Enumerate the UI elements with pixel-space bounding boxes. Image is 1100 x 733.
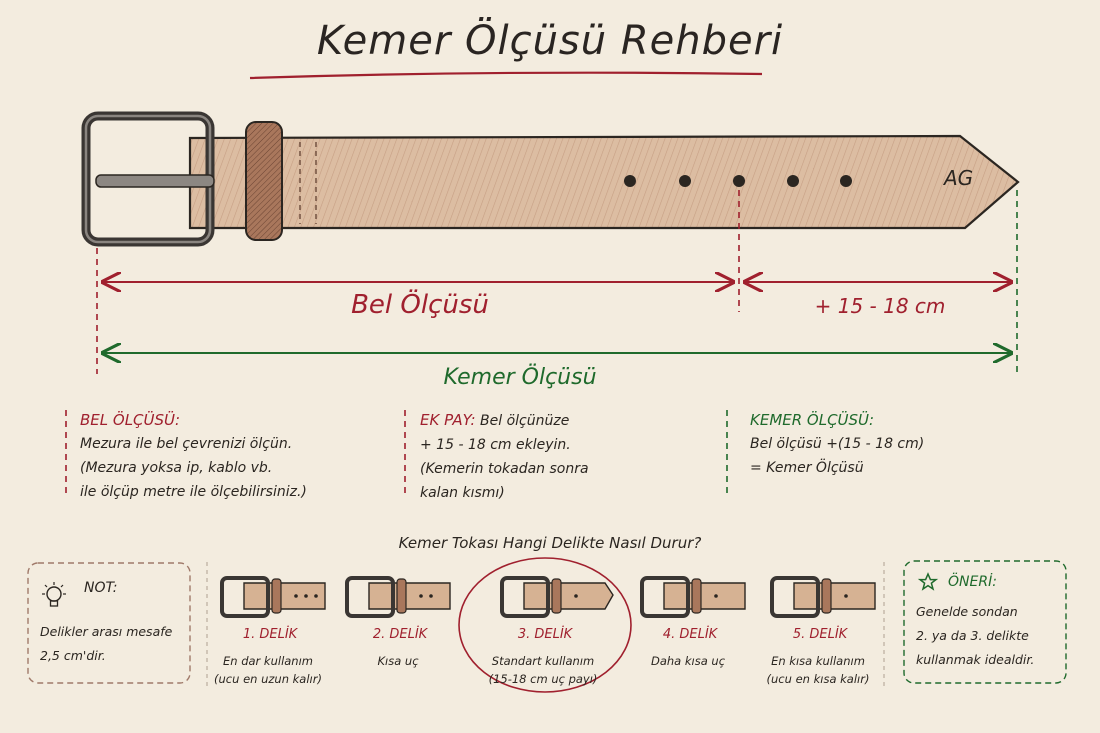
waist-info-heading: BEL ÖLÇÜSÜ: <box>80 411 181 429</box>
waist-info: BEL ÖLÇÜSÜ: Mezura ile bel çevrenizi ölç… <box>80 408 400 504</box>
extra-info-heading: EK PAY: <box>420 411 476 429</box>
mini-belt-4 <box>640 576 746 618</box>
hole-3-desc: Standart kullanım (15-18 cm uç payı) <box>468 652 618 688</box>
extra-info-line: (Kemerin tokadan sonra <box>420 461 589 477</box>
title-underline <box>249 71 763 80</box>
hole-1-desc-line: (ucu en uzun kalır) <box>214 672 322 686</box>
hole-5-title: 5. DELİK <box>792 627 848 642</box>
tip-text: Genelde sondan 2. ya da 3. delikte kulla… <box>916 600 1064 672</box>
tip-line: Genelde sondan <box>916 604 1018 619</box>
hole-2-desc-line: Kısa uç <box>377 654 419 668</box>
hole-4-desc-line: Daha kısa uç <box>650 654 726 668</box>
tip-box <box>903 560 1067 684</box>
extra-info-line: + 15 - 18 cm ekleyin. <box>420 437 571 453</box>
hole-1-title: 1. DELİK <box>242 627 298 642</box>
extra-info-heading-rest: Bel ölçünüze <box>480 413 570 429</box>
belt-info-heading: KEMER ÖLÇÜSÜ: <box>750 411 875 429</box>
note-line: 2,5 cm'dir. <box>40 648 106 663</box>
mini-belt-2 <box>345 576 451 618</box>
hole-1-desc-line: En dar kullanım <box>222 654 313 668</box>
hole-3-title: 3. DELİK <box>517 627 573 642</box>
page-title: Kemer Ölçüsü Rehberi <box>316 18 784 64</box>
extra-info: EK PAY: Bel ölçünüze + 15 - 18 cm ekleyi… <box>420 408 720 505</box>
waist-info-line: ile ölçüp metre ile ölçebilirsiniz.) <box>80 484 307 500</box>
note-box <box>27 562 191 684</box>
hole-2-title: 2. DELİK <box>372 627 428 642</box>
waist-measure-label: Bel Ölçüsü <box>351 290 489 320</box>
star-icon <box>917 572 939 591</box>
belt-info: KEMER ÖLÇÜSÜ: Bel ölçüsü +(15 - 18 cm) =… <box>750 408 1050 480</box>
monogram: AG <box>944 166 974 190</box>
tip-line: kullanmak idealdir. <box>916 652 1035 667</box>
hole-5-desc: En kısa kullanım (ucu en kısa kalır) <box>743 652 893 688</box>
mini-belt-3 <box>500 576 614 618</box>
hole-4-title: 4. DELİK <box>662 627 718 642</box>
extra-info-line: kalan kısmı) <box>420 485 505 501</box>
belt-measure-label: Kemer Ölçüsü <box>443 365 597 390</box>
note-text: Delikler arası mesafe 2,5 cm'dir. <box>40 620 188 668</box>
belt-info-line: Bel ölçüsü +(15 - 18 cm) <box>750 436 925 452</box>
hole-2-desc: Kısa uç <box>323 652 473 670</box>
standard-highlight <box>458 557 632 693</box>
extra-allowance-label: + 15 - 18 cm <box>814 294 946 318</box>
belt-illustration <box>81 111 1020 247</box>
hole-5-desc-line: En kısa kullanım <box>771 654 865 668</box>
hole-3-desc-line: (15-18 cm uç payı) <box>488 672 598 686</box>
hole-question: Kemer Tokası Hangi Delikte Nasıl Durur? <box>398 534 702 552</box>
hole-4-desc: Daha kısa uç <box>613 652 763 670</box>
hole-5-desc-line: (ucu en kısa kalır) <box>766 672 870 686</box>
tip-line: 2. ya da 3. delikte <box>916 628 1029 643</box>
mini-belt-5 <box>770 576 876 618</box>
note-line: Delikler arası mesafe <box>40 624 173 639</box>
hole-1-desc: En dar kullanım (ucu en uzun kalır) <box>193 652 343 688</box>
tip-heading: ÖNERİ: <box>948 574 997 590</box>
waist-info-line: Mezura ile bel çevrenizi ölçün. <box>80 436 293 452</box>
waist-info-line: (Mezura yoksa ip, kablo vb. <box>80 460 273 476</box>
mini-belt-1 <box>220 576 326 618</box>
belt-info-line: = Kemer Ölçüsü <box>750 460 864 476</box>
hole-3-desc-line: Standart kullanım <box>491 654 595 668</box>
note-heading: NOT: <box>84 580 118 596</box>
lightbulb-icon <box>42 582 66 607</box>
